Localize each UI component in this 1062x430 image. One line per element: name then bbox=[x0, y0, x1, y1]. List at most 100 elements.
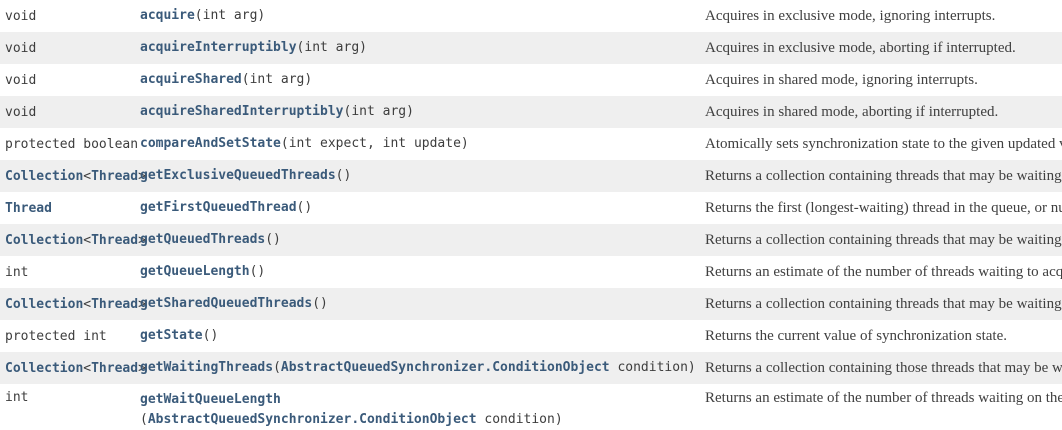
code-link[interactable]: getFirstQueuedThread bbox=[140, 200, 297, 215]
method-signature-line: compareAndSetState(int expect, int updat… bbox=[140, 134, 700, 154]
method-signature: getQueueLength() bbox=[140, 256, 700, 288]
method-signature: acquireShared(int arg) bbox=[140, 64, 700, 96]
method-signature-line: acquire(int arg) bbox=[140, 6, 700, 26]
code-link[interactable]: Collection bbox=[5, 296, 84, 312]
method-signature: getState() bbox=[140, 320, 700, 352]
method-signature-line: (AbstractQueuedSynchronizer.ConditionObj… bbox=[140, 410, 700, 430]
code-text: > bbox=[138, 168, 146, 184]
code-link[interactable]: Collection bbox=[5, 232, 84, 248]
code-text: protected boolean bbox=[5, 136, 139, 152]
code-link[interactable]: Collection bbox=[5, 168, 84, 184]
code-text: ( bbox=[273, 360, 281, 375]
method-return-type: Thread bbox=[0, 192, 140, 224]
method-description: Returns a collection containing threads … bbox=[705, 167, 1062, 184]
method-description: Returns an estimate of the number of thr… bbox=[705, 263, 1062, 280]
method-signature-line: acquireSharedInterruptibly(int arg) bbox=[140, 102, 700, 122]
table-row: void acquireShared(int arg) Acquires in sh… bbox=[0, 64, 1062, 96]
method-signature: getQueuedThreads() bbox=[140, 224, 700, 256]
method-signature-line: getSharedQueuedThreads() bbox=[140, 294, 700, 314]
table-row: void acquireSharedInterruptibly(int arg) A… bbox=[0, 96, 1062, 128]
method-signature: getSharedQueuedThreads() bbox=[140, 288, 700, 320]
method-return-type: protected boolean bbox=[0, 128, 140, 160]
code-link[interactable]: AbstractQueuedSynchronizer.ConditionObje… bbox=[147, 412, 477, 427]
method-signature-line: acquireShared(int arg) bbox=[140, 70, 700, 90]
method-description: Returns a collection containing those th… bbox=[705, 359, 1062, 376]
code-text: < bbox=[83, 360, 92, 376]
code-text: () bbox=[249, 264, 266, 279]
method-return-type: Collection<Thread> bbox=[0, 352, 146, 384]
method-signature: getFirstQueuedThread() bbox=[140, 192, 700, 224]
method-signature-line: getState() bbox=[140, 326, 700, 346]
method-return-type: Collection<Thread> bbox=[0, 224, 146, 256]
method-description: Atomically sets synchronization state to… bbox=[705, 135, 1062, 152]
method-signature: acquire(int arg) bbox=[140, 0, 700, 32]
method-description: Acquires in exclusive mode, ignoring int… bbox=[705, 7, 996, 24]
code-link[interactable]: getQueuedThreads bbox=[140, 232, 266, 247]
method-return-type: void bbox=[0, 64, 140, 96]
code-text: (int arg) bbox=[296, 40, 367, 55]
method-description: Acquires in shared mode, ignoring interr… bbox=[705, 71, 978, 88]
table-row: int getWaitQueueLength (AbstractQueuedSync… bbox=[0, 384, 1062, 430]
code-link[interactable]: getWaitingThreads bbox=[140, 360, 274, 375]
method-description: Acquires in exclusive mode, aborting if … bbox=[705, 39, 1016, 56]
code-link[interactable]: compareAndSetState bbox=[140, 136, 281, 151]
method-signature-line: acquireInterruptibly(int arg) bbox=[140, 38, 700, 58]
method-description: Acquires in shared mode, aborting if int… bbox=[705, 103, 999, 120]
code-link[interactable]: Thread bbox=[91, 232, 139, 248]
code-text: > bbox=[138, 232, 146, 248]
code-text: void bbox=[5, 104, 37, 120]
method-signature: getExclusiveQueuedThreads() bbox=[140, 160, 700, 192]
method-signature-line: getWaitingThreads(AbstractQueuedSynchron… bbox=[140, 358, 700, 378]
code-text: (int arg) bbox=[194, 8, 266, 23]
code-text: condition) bbox=[476, 412, 563, 427]
code-link[interactable]: getQueueLength bbox=[140, 264, 250, 279]
code-text: < bbox=[83, 168, 92, 184]
code-link[interactable]: Collection bbox=[5, 360, 84, 376]
method-return-type: Collection<Thread> bbox=[0, 288, 146, 320]
table-row: Collection<Thread>getExclusiveQueuedThre… bbox=[0, 160, 1062, 192]
method-return-type: protected int bbox=[0, 320, 140, 352]
method-signature: acquireInterruptibly(int arg) bbox=[140, 32, 700, 64]
code-link[interactable]: AbstractQueuedSynchronizer.ConditionObje… bbox=[280, 360, 610, 375]
method-return-type: void bbox=[0, 96, 140, 128]
code-text: condition) bbox=[609, 360, 696, 375]
code-text: > bbox=[138, 360, 146, 376]
method-description: Returns a collection containing threads … bbox=[705, 295, 1062, 312]
code-link[interactable]: Thread bbox=[91, 296, 139, 312]
code-link[interactable]: acquireShared bbox=[140, 72, 242, 87]
code-link[interactable]: Thread bbox=[91, 168, 139, 184]
table-row: Collection<Thread>getSharedQueuedThreads… bbox=[0, 288, 1062, 320]
code-text: void bbox=[5, 72, 37, 88]
method-return-type: Collection<Thread> bbox=[0, 160, 146, 192]
code-link[interactable]: Thread bbox=[91, 360, 139, 376]
table-row: Collection<Thread>getWaitingThreads(Abst… bbox=[0, 352, 1062, 384]
code-link[interactable]: getState bbox=[140, 328, 203, 343]
method-return-type: int bbox=[0, 384, 140, 430]
code-link[interactable]: Thread bbox=[5, 200, 52, 216]
code-link[interactable]: getWaitQueueLength bbox=[140, 392, 281, 407]
code-link[interactable]: getExclusiveQueuedThreads bbox=[140, 168, 336, 183]
method-signature-line: getWaitQueueLength bbox=[140, 390, 700, 410]
code-text: () bbox=[265, 232, 281, 247]
code-text: protected int bbox=[5, 328, 107, 344]
method-description: Returns a collection containing threads … bbox=[705, 231, 1062, 248]
method-return-type: void bbox=[0, 0, 140, 32]
code-text: int bbox=[5, 390, 29, 405]
code-text: > bbox=[138, 296, 146, 312]
code-text: (int arg) bbox=[343, 104, 414, 119]
method-signature-line: getQueueLength() bbox=[140, 262, 700, 282]
code-link[interactable]: getSharedQueuedThreads bbox=[140, 296, 313, 311]
code-link[interactable]: acquireSharedInterruptibly bbox=[140, 104, 344, 119]
method-signature: getWaitingThreads(AbstractQueuedSynchron… bbox=[140, 352, 700, 384]
method-return-type: void bbox=[0, 32, 140, 64]
code-link[interactable]: acquire bbox=[140, 8, 195, 23]
method-signature-line: getFirstQueuedThread() bbox=[140, 198, 700, 218]
method-signature: getWaitQueueLength (AbstractQueuedSynchro… bbox=[140, 384, 700, 430]
method-description: Returns an estimate of the number of thr… bbox=[705, 390, 1062, 406]
code-link[interactable]: acquireInterruptibly bbox=[140, 40, 297, 55]
